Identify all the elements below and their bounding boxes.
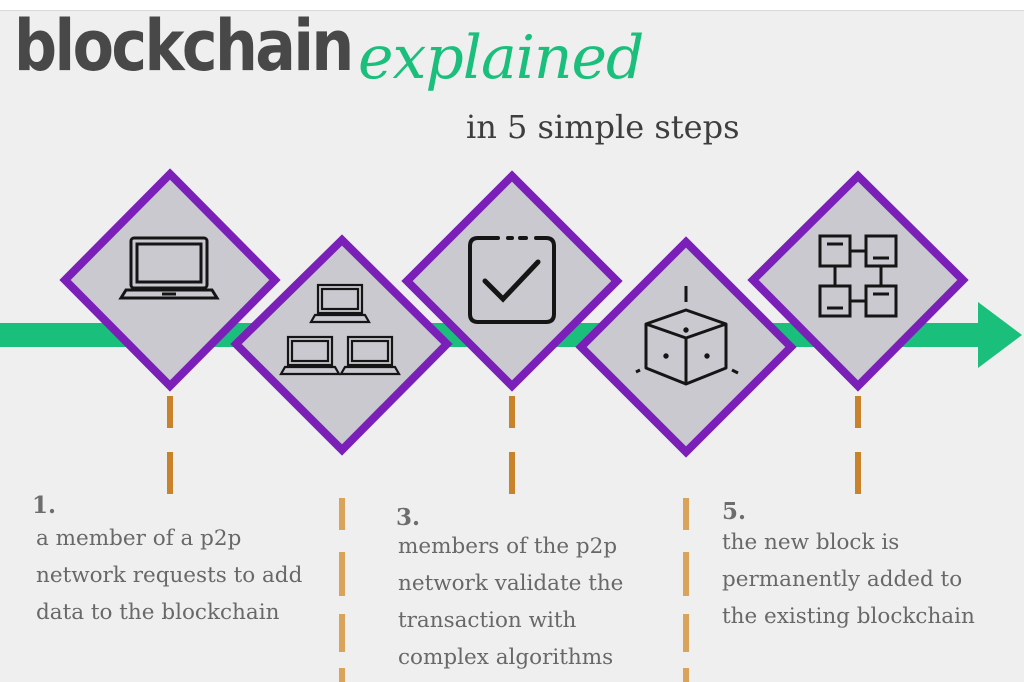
laptop-icon bbox=[118, 236, 220, 300]
step-1-diamond bbox=[59, 168, 281, 392]
step-2-diamond bbox=[230, 234, 453, 456]
title-accent: explained bbox=[358, 23, 644, 93]
checkbox-icon bbox=[468, 236, 556, 324]
top-edge bbox=[0, 0, 1024, 11]
upper-connectors bbox=[167, 396, 861, 494]
step-3-diamond bbox=[401, 170, 623, 392]
step-1-number: 1. bbox=[32, 492, 57, 519]
step-4-diamond bbox=[575, 236, 797, 458]
step-5-number: 5. bbox=[722, 498, 747, 525]
step-1-text: a member of a p2p network requests to ad… bbox=[36, 526, 303, 625]
step-5-text: the new block is permanently added to th… bbox=[722, 530, 975, 629]
network-laptops-icon bbox=[279, 283, 401, 376]
blockchain-icon bbox=[818, 234, 898, 318]
title-main: blockchain bbox=[14, 5, 354, 87]
step-5-diamond bbox=[747, 170, 969, 392]
lower-connectors bbox=[339, 498, 689, 682]
step-3-text: members of the p2p network validate the … bbox=[398, 534, 624, 670]
cube-block-icon bbox=[635, 286, 739, 386]
subtitle: in 5 simple steps bbox=[466, 108, 740, 146]
step-3-number: 3. bbox=[396, 504, 421, 531]
